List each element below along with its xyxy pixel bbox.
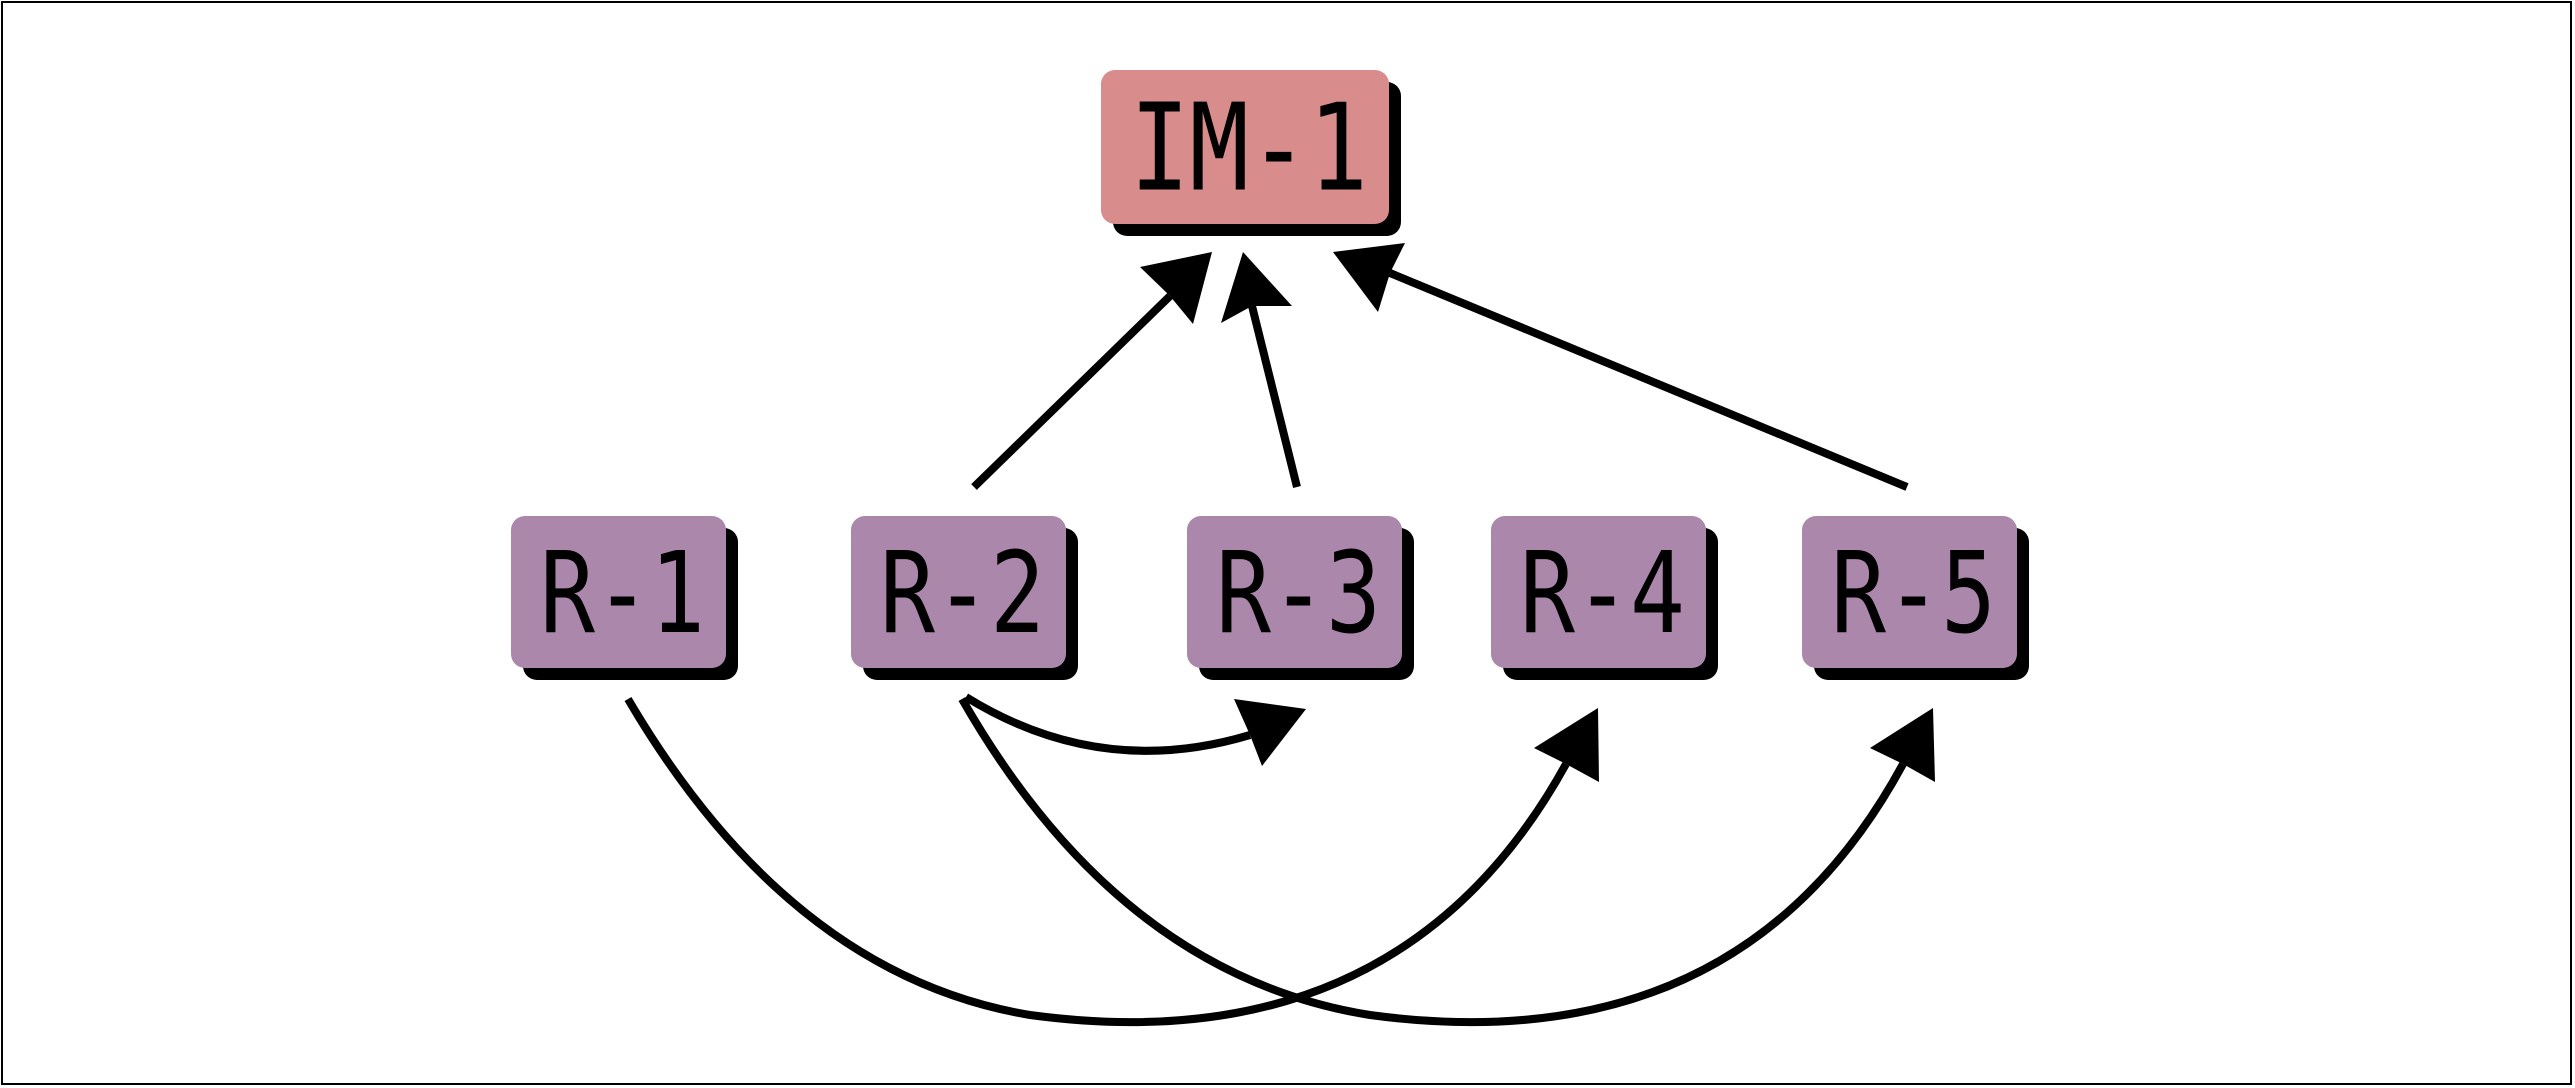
node-box (511, 516, 726, 668)
edges-layer (624, 243, 1935, 1027)
edge-r-2-to-r-3 (963, 693, 1306, 766)
node-label: R-2 (880, 529, 1045, 659)
arrowhead-icon (1534, 708, 1599, 782)
edge-r-1-to-r-4 (624, 696, 1599, 1027)
node-r-2[interactable]: R-2 (851, 516, 1078, 680)
node-label: IM-1 (1130, 80, 1368, 219)
node-box (1187, 516, 1402, 668)
node-box (1101, 70, 1389, 224)
edge-line (624, 696, 1570, 1027)
edge-r-5-to-im-1 (1333, 243, 1909, 491)
edge-line (971, 293, 1173, 490)
node-box (851, 516, 1066, 668)
arrowhead-icon (1140, 252, 1212, 324)
node-label: R-5 (1831, 529, 1996, 659)
edge-line (963, 693, 1252, 755)
node-label: R-1 (540, 529, 705, 659)
node-im-1[interactable]: IM-1 (1101, 70, 1401, 236)
node-r-5[interactable]: R-5 (1802, 516, 2029, 680)
arrowhead-icon (1870, 708, 1935, 782)
edge-line (958, 697, 1907, 1027)
node-r-1[interactable]: R-1 (511, 516, 738, 680)
edge-r-2-to-r-5 (958, 697, 1935, 1027)
arrowhead-icon (1234, 699, 1306, 766)
node-box (1491, 516, 1706, 668)
edge-r-2-to-im-1 (971, 252, 1212, 490)
node-r-4[interactable]: R-4 (1491, 516, 1718, 680)
edge-r-3-to-im-1 (1221, 252, 1301, 488)
node-label: R-3 (1216, 529, 1381, 659)
nodes-layer: IM-1R-1 R-2 R-3 R-4 R-5 (511, 70, 2029, 680)
node-box (1802, 516, 2017, 668)
node-label: R-4 (1520, 529, 1685, 659)
arrowhead-icon (1221, 252, 1292, 323)
edge-line (1388, 269, 1909, 491)
node-r-3[interactable]: R-3 (1187, 516, 1414, 680)
edge-line (1248, 305, 1301, 488)
arrowhead-icon (1333, 243, 1405, 312)
